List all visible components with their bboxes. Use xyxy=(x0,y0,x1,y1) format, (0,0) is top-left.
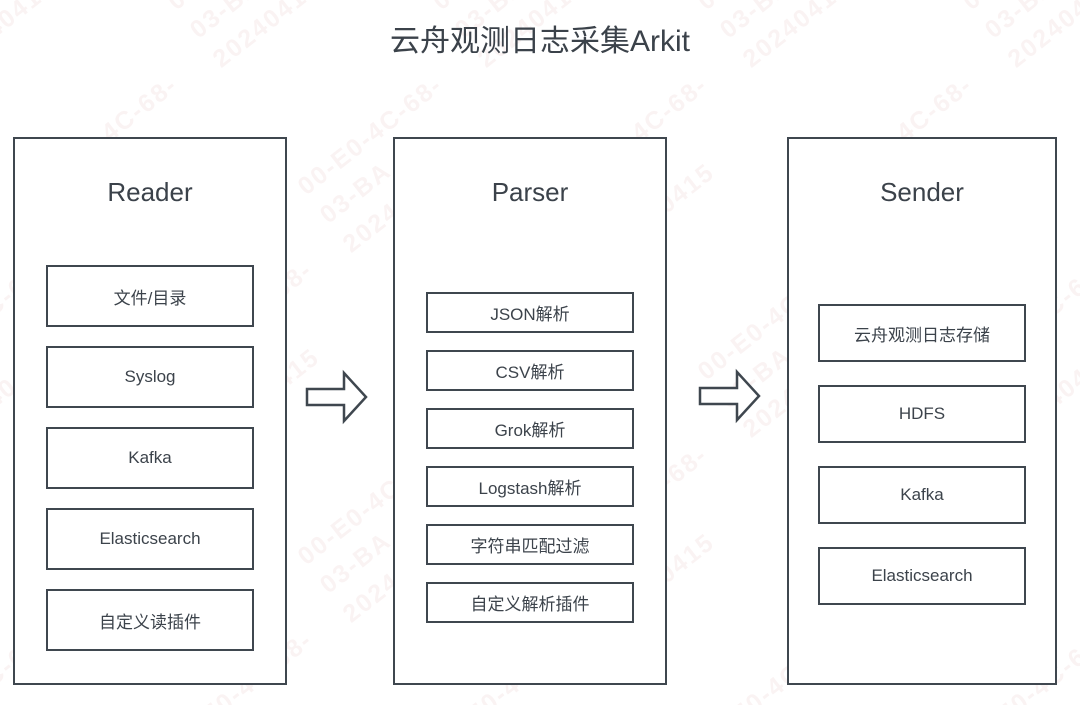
reader-item-list: 文件/目录 Syslog Kafka Elasticsearch 自定义读插件 xyxy=(15,265,285,651)
reader-item-file-dir: 文件/目录 xyxy=(46,265,254,327)
parser-panel-title: Parser xyxy=(491,177,569,207)
reader-panel: Reader 文件/目录 Syslog Kafka Elasticsearch … xyxy=(13,137,287,685)
reader-item-elasticsearch: Elasticsearch xyxy=(46,508,254,570)
sender-item-hdfs: HDFS xyxy=(818,385,1026,443)
arrow-reader-to-parser-icon xyxy=(305,369,368,425)
sender-item-elasticsearch: Elasticsearch xyxy=(818,547,1026,605)
parser-item-string-filter: 字符串匹配过滤 xyxy=(426,524,634,565)
sender-item-kafka: Kafka xyxy=(818,466,1026,524)
parser-item-list: JSON解析 CSV解析 Grok解析 Logstash解析 字符串匹配过滤 自… xyxy=(395,292,665,623)
parser-item-custom-plugin: 自定义解析插件 xyxy=(426,582,634,623)
parser-item-grok: Grok解析 xyxy=(426,408,634,449)
sender-item-list: 云舟观测日志存储 HDFS Kafka Elasticsearch xyxy=(789,304,1055,605)
arrow-parser-to-sender-icon xyxy=(698,368,761,424)
sender-panel: Sender 云舟观测日志存储 HDFS Kafka Elasticsearch xyxy=(787,137,1057,685)
parser-item-csv: CSV解析 xyxy=(426,350,634,391)
reader-item-kafka: Kafka xyxy=(46,427,254,489)
sender-item-yunzhou-log-storage: 云舟观测日志存储 xyxy=(818,304,1026,362)
reader-item-syslog: Syslog xyxy=(46,346,254,408)
diagram-title: 云舟观测日志采集Arkit xyxy=(390,25,690,58)
parser-item-logstash: Logstash解析 xyxy=(426,466,634,507)
sender-panel-title: Sender xyxy=(880,177,964,207)
reader-panel-title: Reader xyxy=(107,177,193,207)
parser-panel: Parser JSON解析 CSV解析 Grok解析 Logstash解析 字符… xyxy=(393,137,667,685)
reader-item-custom-plugin: 自定义读插件 xyxy=(46,589,254,651)
parser-item-json: JSON解析 xyxy=(426,292,634,333)
